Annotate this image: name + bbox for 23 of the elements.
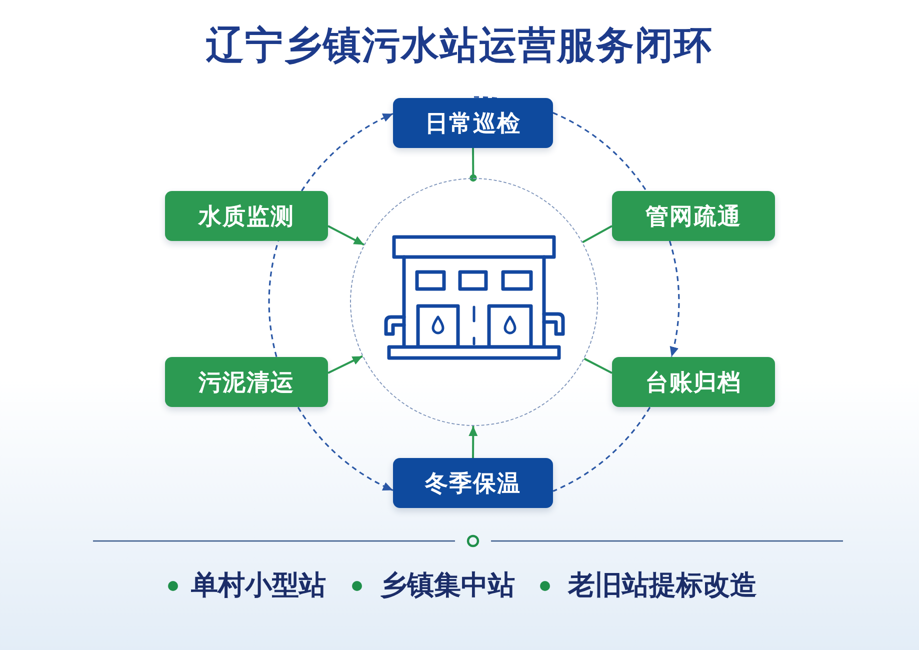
step-box: 水质监测: [165, 191, 328, 241]
dashed-line: [552, 406, 651, 492]
arrow: [468, 426, 478, 458]
label-text: 老旧站提标改造: [568, 569, 757, 603]
step-box: 管网疏通: [612, 191, 775, 241]
dashed-arrow: [301, 112, 394, 192]
dashed-line: [268, 240, 280, 357]
step-box: 污泥清运: [165, 357, 328, 407]
step-box: 冬季保温: [393, 458, 553, 508]
connector-line: [582, 225, 612, 244]
arrow: [328, 355, 363, 374]
arrow: [328, 225, 364, 246]
label-text: 单村小型站: [191, 569, 326, 603]
dot-connector: [470, 148, 477, 182]
connector-line: [584, 358, 612, 374]
label-text: 乡镇集中站: [380, 569, 515, 603]
title: 辽宁乡镇污水站运营服务闭环: [206, 22, 713, 68]
step-box: 台账归档: [612, 357, 775, 407]
dashed-line: [474, 96, 647, 192]
dashed-arrow: [297, 406, 394, 492]
dashed-circle: [350, 178, 598, 426]
step-box: 日常巡检: [393, 98, 553, 148]
dashed-arrow: [668, 240, 680, 357]
